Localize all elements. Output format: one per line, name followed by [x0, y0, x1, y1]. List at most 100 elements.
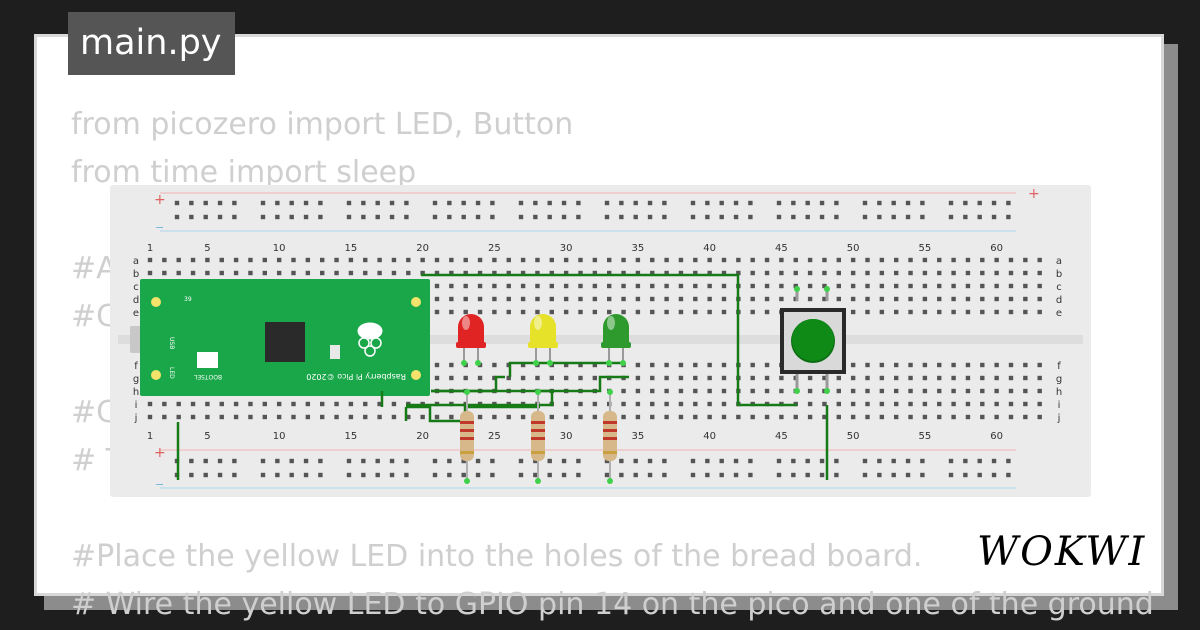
- rail-hole: [346, 458, 352, 464]
- connection-dot: [461, 360, 467, 366]
- red-led[interactable]: [456, 314, 486, 366]
- column-number: 30: [560, 431, 573, 442]
- breadboard-hole: [693, 362, 698, 368]
- pico-usb-label: USB: [168, 337, 175, 349]
- breadboard-hole: [980, 375, 985, 381]
- breadboard-hole: [822, 270, 827, 276]
- breadboard-hole: [477, 283, 483, 289]
- breadboard-hole: [549, 257, 554, 263]
- led-bulb: [458, 314, 484, 345]
- resistor-band: [603, 437, 617, 440]
- breadboard-hole: [1008, 257, 1014, 263]
- pico-board-label: Raspberry Pi Pico ©2020: [306, 372, 406, 381]
- bootsel-button[interactable]: [197, 352, 218, 368]
- breadboard-hole: [678, 270, 684, 276]
- rail-hole: [289, 472, 294, 478]
- wire[interactable]: [406, 405, 540, 423]
- breadboard-hole: [635, 257, 641, 263]
- rail-hole: [819, 214, 825, 220]
- breadboard-hole: [449, 414, 454, 420]
- breadboard-hole: [607, 270, 612, 276]
- breadboard-hole: [305, 257, 311, 263]
- breadboard-hole: [707, 309, 712, 315]
- file-tab[interactable]: main.py: [68, 12, 235, 75]
- wokwi-logo-text: WOKWI: [977, 529, 1146, 575]
- wire[interactable]: [508, 361, 625, 377]
- resistor[interactable]: [531, 389, 545, 484]
- rail-hole: [862, 214, 868, 220]
- column-number: 30: [560, 243, 573, 254]
- wire[interactable]: [431, 375, 629, 393]
- breadboard-hole: [994, 414, 999, 420]
- breadboard-hole: [822, 257, 827, 263]
- breadboard-hole: [291, 270, 296, 276]
- breadboard-hole: [894, 414, 899, 420]
- breadboard-hole: [1008, 401, 1014, 407]
- resistors: [460, 389, 617, 484]
- breadboard-hole: [348, 414, 354, 420]
- breadboard-hole: [951, 362, 956, 368]
- rail-hole: [203, 200, 208, 206]
- breadboard-hole: [520, 362, 526, 368]
- breadboard-hole: [693, 375, 698, 381]
- breadboard-hole: [894, 375, 899, 381]
- breadboard-hole: [1008, 270, 1014, 276]
- pushbutton[interactable]: [780, 286, 846, 394]
- rail-hole: [389, 472, 395, 478]
- resistor[interactable]: [460, 389, 474, 484]
- rail-hole: [748, 214, 753, 220]
- breadboard-hole: [621, 309, 626, 315]
- breadboard-hole: [233, 270, 239, 276]
- breadboard-hole: [750, 375, 755, 381]
- breadboard-hole: [965, 375, 971, 381]
- led-highlight: [534, 316, 542, 330]
- rail-hole: [991, 472, 997, 478]
- row-letter: e: [133, 308, 139, 319]
- rail-hole: [346, 214, 352, 220]
- rail-hole: [662, 458, 667, 464]
- raspberry-pi-pico[interactable]: Raspberry Pi Pico ©2020 USB LED BOOTSEL …: [130, 279, 430, 396]
- breadboard-hole: [664, 283, 669, 289]
- rail-hole: [920, 200, 925, 206]
- breadboard-hole: [850, 401, 856, 407]
- breadboard-hole: [721, 414, 727, 420]
- resistor[interactable]: [603, 389, 617, 484]
- yellow-led[interactable]: [528, 314, 558, 366]
- row-letter: f: [134, 361, 138, 372]
- green-led[interactable]: [601, 314, 631, 366]
- rail-hole: [490, 214, 495, 220]
- breadboard-hole: [908, 362, 913, 368]
- column-number: 35: [632, 243, 645, 254]
- rail-hole: [948, 200, 954, 206]
- rail-hole: [561, 458, 567, 464]
- wire[interactable]: [421, 273, 797, 407]
- breadboard-hole: [922, 309, 928, 315]
- breadboard-hole: [1037, 270, 1042, 276]
- breadboard-hole: [650, 375, 655, 381]
- rail-hole: [576, 200, 581, 206]
- rail-hole: [662, 472, 667, 478]
- breadboard-hole: [807, 414, 813, 420]
- breadboard-hole: [463, 283, 468, 289]
- rail-hole: [805, 214, 810, 220]
- rail-hole: [733, 200, 739, 206]
- breadboard-hole: [980, 401, 985, 407]
- breadboard-hole: [664, 388, 669, 394]
- breadboard-hole: [492, 362, 497, 368]
- breadboard-hole: [535, 375, 540, 381]
- button-cap[interactable]: [792, 319, 834, 361]
- breadboard-hole: [865, 296, 870, 302]
- breadboard-hole: [506, 375, 511, 381]
- rail-hole: [920, 472, 925, 478]
- breadboard-hole: [477, 375, 483, 381]
- rail-hole: [174, 214, 180, 220]
- breadboard-hole: [377, 401, 382, 407]
- rail-hole: [303, 214, 309, 220]
- breadboard-hole: [750, 362, 755, 368]
- breadboard-hole: [248, 401, 253, 407]
- breadboard-hole: [650, 388, 655, 394]
- code-line: #Place the yellow LED into the holes of …: [71, 539, 923, 574]
- breadboard-hole: [922, 388, 928, 394]
- breadboard-hole: [836, 283, 841, 289]
- breadboard-hole: [463, 257, 468, 263]
